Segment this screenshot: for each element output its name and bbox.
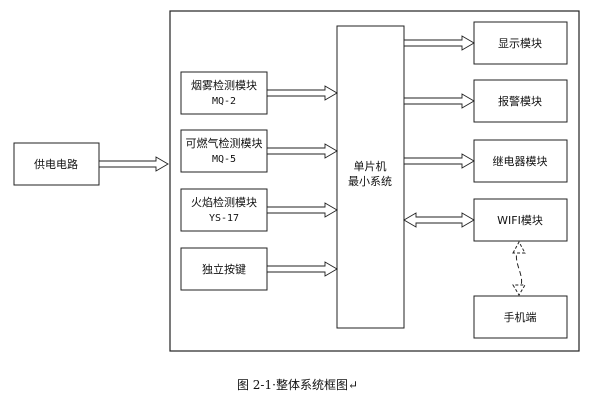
alarm-label: 报警模块 [498, 94, 542, 108]
flame-box [180, 188, 268, 232]
mcu-label-line2: 最小系统 [348, 175, 392, 188]
phone-label: 手机端 [504, 310, 537, 324]
smoke-label: 烟雾检测模块 [191, 78, 257, 92]
key-box [180, 247, 268, 291]
relay-box [473, 139, 568, 183]
flame-model-label: YS-17 [209, 213, 239, 224]
wireless-link-head-top [512, 240, 526, 254]
arrow-mcu-to-display [403, 35, 475, 51]
mcu-box [336, 25, 405, 329]
display-label: 显示模块 [498, 37, 542, 50]
flame-label: 火焰检测模块 [191, 195, 257, 209]
arrow-gas-to-mcu [266, 143, 338, 159]
phone-box [473, 295, 568, 339]
power-box [13, 142, 100, 186]
gas-model-label: MQ-5 [212, 154, 236, 165]
power-label: 供电电路 [34, 157, 78, 171]
smoke-box [180, 71, 268, 115]
wireless-link-head-bottom [512, 284, 526, 296]
wifi-label: WIFI模块 [497, 214, 543, 227]
relay-label: 继电器模块 [493, 155, 548, 168]
mcu-label-line1: 单片机 [354, 159, 387, 173]
arrow-power-to-system [98, 156, 169, 172]
wireless-link-wifi-phone [515, 247, 523, 291]
arrow-mcu-wifi-bidirectional [403, 212, 475, 228]
arrow-flame-to-mcu [266, 202, 338, 218]
arrow-mcu-to-relay [403, 153, 475, 169]
arrow-smoke-to-mcu [266, 85, 338, 101]
arrow-key-to-mcu [266, 261, 338, 277]
gas-label: 可燃气检测模块 [186, 136, 263, 150]
system-frame [169, 10, 580, 352]
key-label: 独立按键 [202, 262, 246, 276]
arrow-mcu-to-alarm [403, 93, 475, 109]
smoke-model-label: MQ-2 [212, 96, 236, 107]
figure-caption: 图 2-1·整体系统框图↵ [236, 378, 358, 392]
wifi-box [473, 198, 568, 242]
